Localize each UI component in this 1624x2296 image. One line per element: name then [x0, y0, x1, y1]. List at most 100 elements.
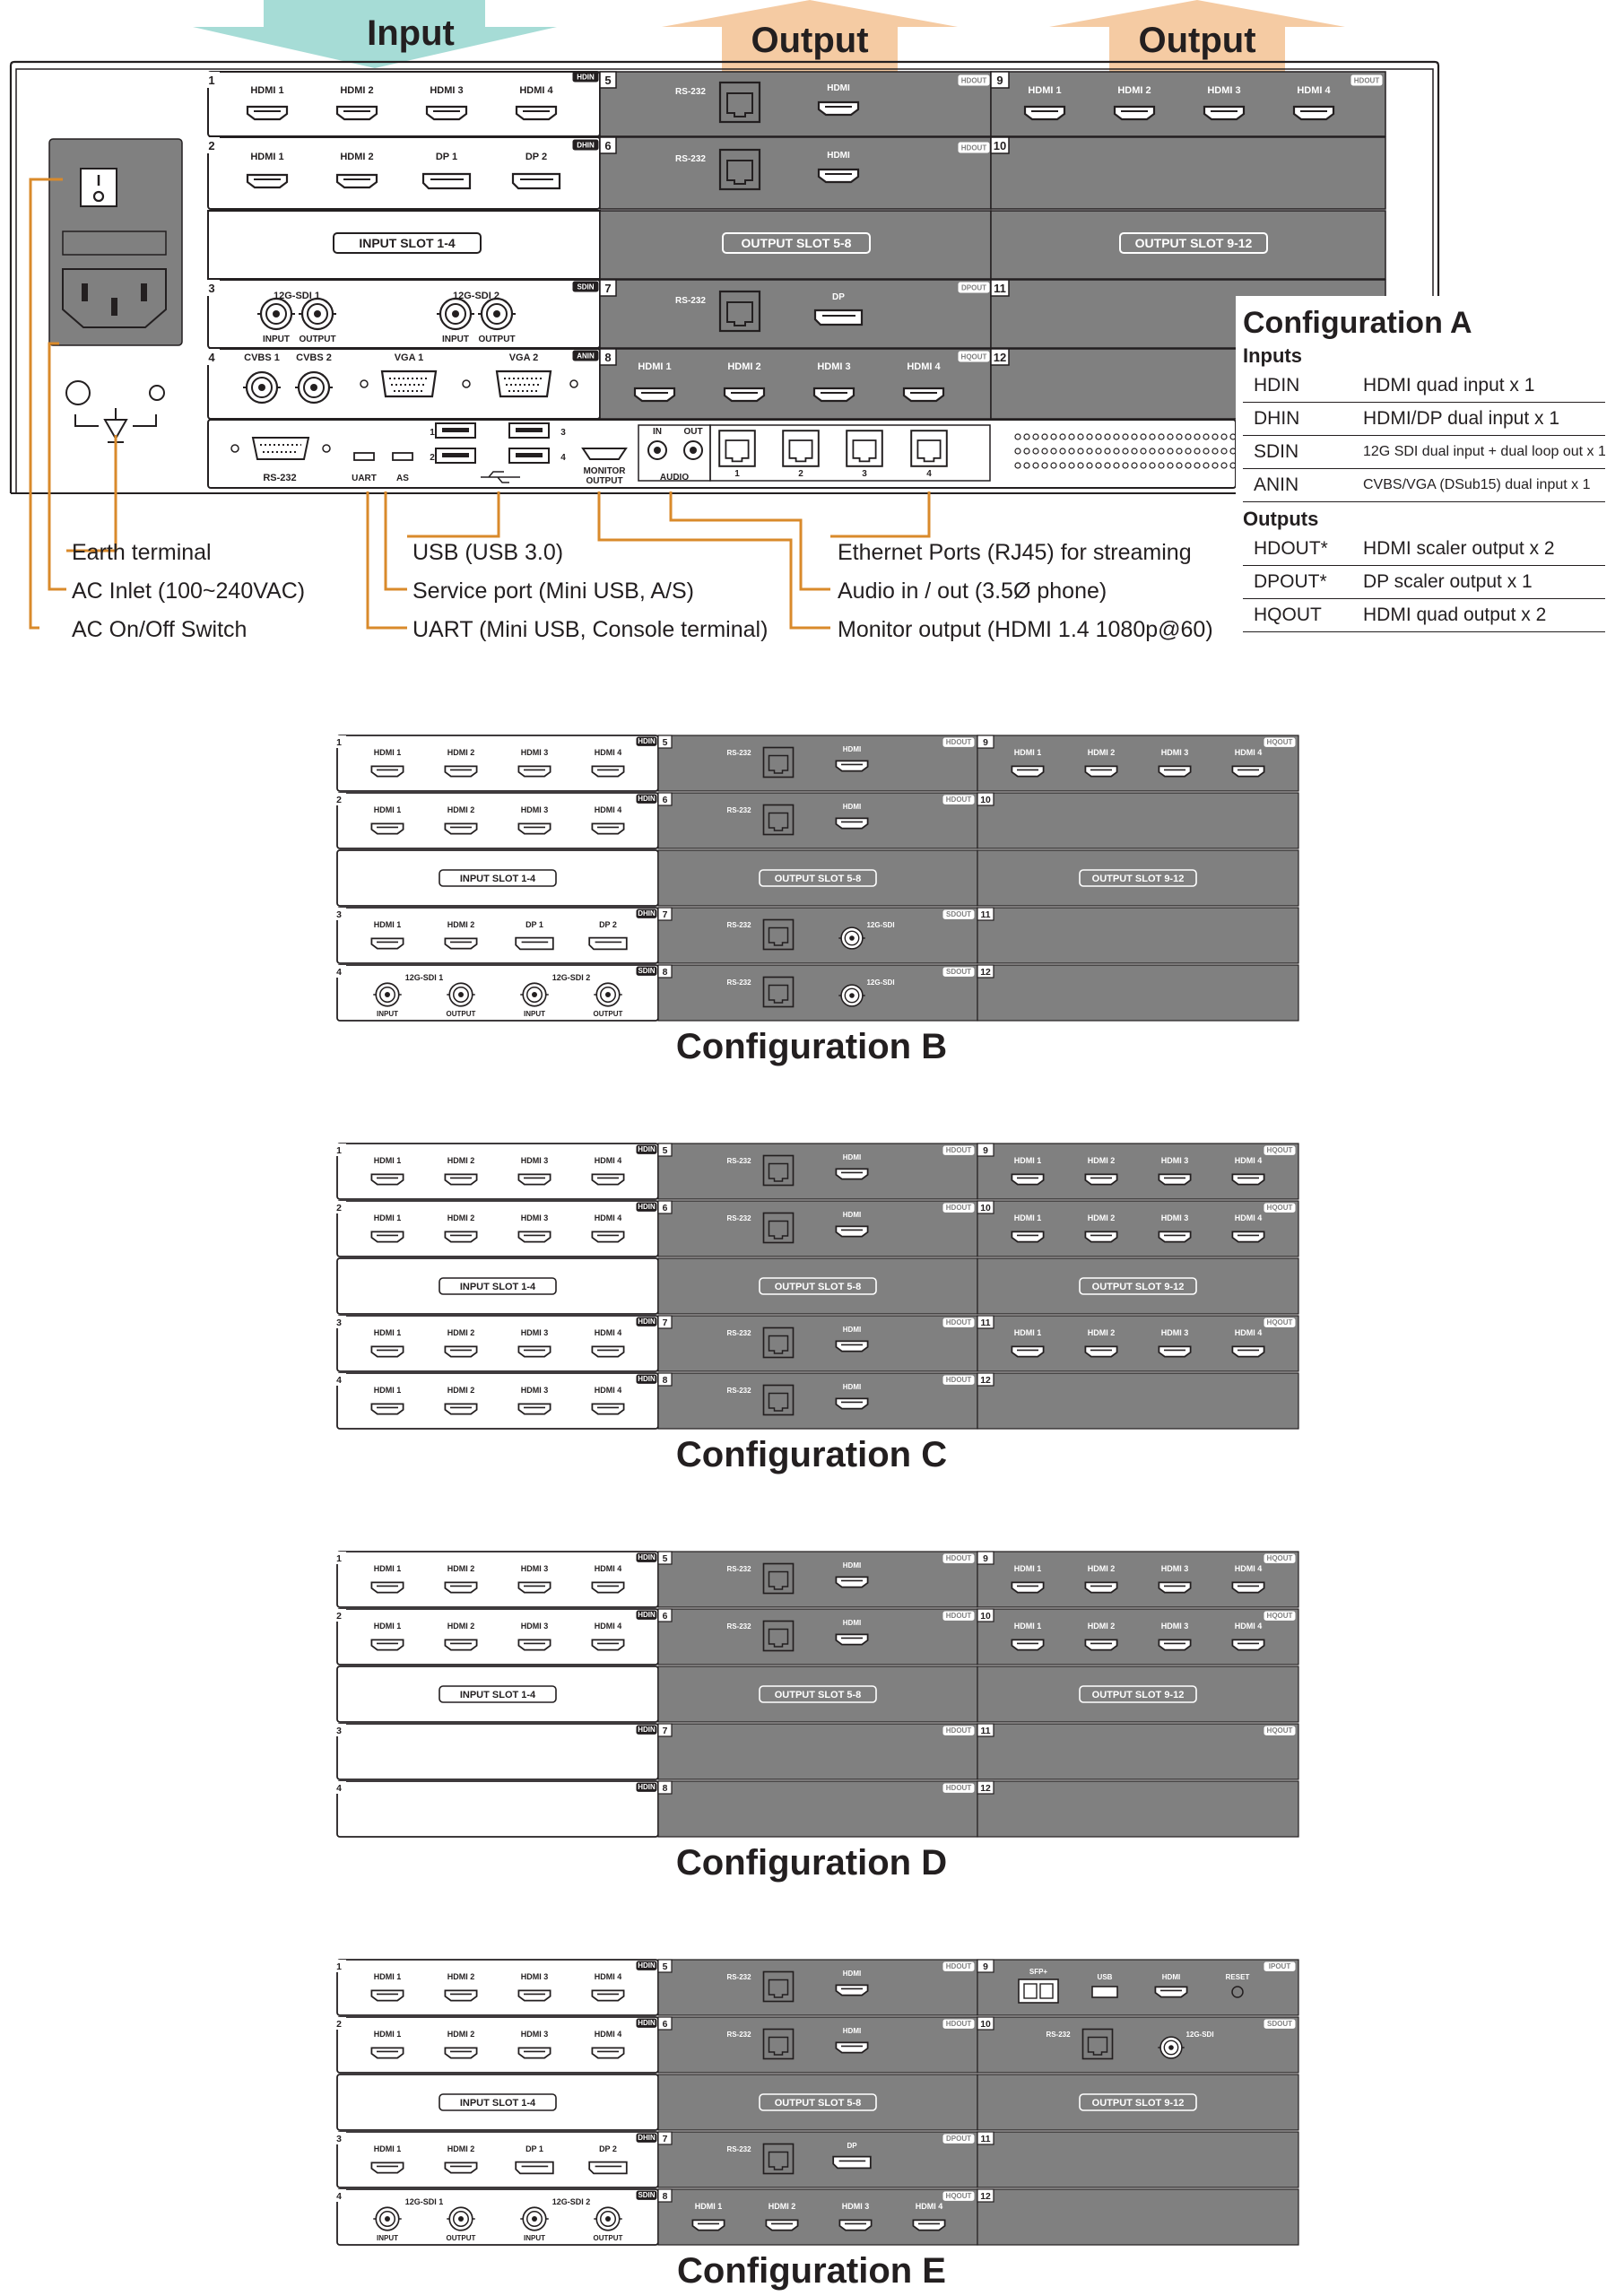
- port-label: 12G-SDI 1: [405, 973, 444, 982]
- vent-hole: [1211, 462, 1219, 469]
- callout-ac-switch: AC On/Off Switch: [72, 617, 247, 642]
- port-label: HDMI 4: [595, 2030, 622, 2039]
- slot-tag-bg: [636, 1610, 657, 1620]
- vent-hole: [1158, 448, 1165, 455]
- vga-port-icon: [495, 370, 552, 398]
- hdmi-port-icon: [370, 1403, 404, 1415]
- hdmi-port-icon: [444, 765, 478, 778]
- slot-tag: HQOUT: [1264, 1726, 1296, 1735]
- hdmi-port-icon: [370, 1403, 404, 1415]
- port-sublabel: INPUT: [442, 335, 469, 344]
- hdmi-port-icon: [370, 1989, 404, 2002]
- slot-number: 4: [336, 1784, 342, 1794]
- dp-port-icon: [832, 2155, 872, 2170]
- port-label: HDMI: [843, 1383, 861, 1391]
- hdmi-port-icon: [835, 1633, 869, 1646]
- vent-hole: [1041, 462, 1048, 469]
- slot-number: 3: [336, 1726, 342, 1736]
- screw-icon: [322, 444, 331, 453]
- vent-hole: [1122, 433, 1129, 440]
- vent-hole: [1041, 448, 1048, 455]
- slot-number-bg: [657, 2131, 673, 2145]
- slot-number-bg: [205, 137, 220, 153]
- hdmi-port-icon: [1084, 1173, 1118, 1186]
- hdmi-port-icon: [902, 387, 945, 403]
- dp-port-icon: [588, 2161, 628, 2175]
- slot-number: 6: [663, 796, 668, 805]
- slot-tag-bg: [636, 2133, 657, 2143]
- slot-number-bg: [977, 1780, 994, 1795]
- hdmi-port-icon: [835, 2041, 869, 2054]
- input-slot: [207, 71, 601, 137]
- output-slot: [657, 964, 978, 1022]
- screw-icon: [230, 444, 239, 453]
- port-label: HDMI 2: [1117, 85, 1151, 96]
- vent-hole: [1149, 448, 1156, 455]
- slot-tag-label: HDOUT: [1354, 77, 1380, 85]
- output-slot: [990, 136, 1386, 210]
- slot-number: 11: [981, 1726, 991, 1736]
- port-label: HDMI 2: [447, 1386, 475, 1395]
- slot-number: 5: [663, 738, 668, 748]
- callout-audio: Audio in / out (3.5Ø phone): [838, 578, 1107, 604]
- port-label: HDMI 4: [1297, 85, 1331, 96]
- port-label: HDMI 1: [374, 1213, 402, 1222]
- hdmi-port-icon: [1084, 1231, 1118, 1243]
- hdmi-port-icon: [835, 1397, 869, 1410]
- config-title: Configuration E: [677, 2251, 946, 2291]
- slot-number-bg: [977, 2188, 994, 2203]
- ethernet-num: 2: [798, 469, 803, 479]
- slot-tag-bg: [636, 1144, 657, 1154]
- slot-tag-label: HDOUT: [946, 796, 972, 804]
- output-slot: [657, 1723, 978, 1780]
- vent-hole: [1014, 433, 1021, 440]
- vent-hole: [1167, 433, 1174, 440]
- hdmi-port-icon: [765, 2219, 799, 2231]
- hdmi-port-icon: [444, 1231, 478, 1243]
- vent-hole: [1194, 462, 1201, 469]
- slot-tag-label: HDIN: [638, 1783, 656, 1791]
- vga-port-icon: [495, 370, 552, 398]
- reset-button-icon: [1231, 1986, 1244, 1998]
- vent-hole: [1131, 433, 1138, 440]
- slot-number: 5: [663, 1146, 668, 1156]
- slot-tag-label: HDIN: [638, 2019, 656, 2027]
- slot-number-bg: [977, 1315, 994, 1329]
- input-banner: Input: [193, 0, 557, 68]
- callout-texts: Earth terminal AC Inlet (100~240VAC) AC …: [72, 540, 1213, 642]
- port-label: HDMI 1: [1014, 1156, 1042, 1165]
- slot-tag-label: DPOUT: [961, 284, 986, 292]
- output-slot: [657, 1780, 978, 1838]
- slot-tag-bg: [942, 2191, 975, 2201]
- vent-hole: [1220, 448, 1228, 455]
- port-label: HDMI 4: [1235, 748, 1263, 757]
- slot-tag-label: SDOUT: [946, 910, 971, 918]
- port-label: HDMI 2: [447, 1328, 475, 1337]
- slot-number: 6: [663, 1204, 668, 1213]
- vent-hole: [1194, 448, 1201, 455]
- slot-number: 7: [663, 1318, 668, 1328]
- slot-number-bg: [977, 907, 994, 921]
- hdmi-port-icon: [1158, 765, 1192, 778]
- slot-number-bg: [599, 71, 617, 89]
- slot-number: 6: [663, 1612, 668, 1622]
- hdmi-port-icon: [1084, 1639, 1118, 1651]
- hdmi-port-icon: [591, 1581, 625, 1594]
- port-label: HDMI 4: [907, 361, 941, 372]
- output-band: [657, 849, 978, 907]
- vent-hole: [1050, 448, 1057, 455]
- slot-number: 3: [336, 1318, 342, 1328]
- slot-tag-bg: [942, 967, 975, 977]
- hdmi-port-icon: [723, 387, 766, 403]
- output-slot: [977, 1200, 1299, 1257]
- input-slot: [336, 1959, 659, 2016]
- slot-number: 10: [980, 1204, 991, 1213]
- port-label: HDMI 3: [521, 1564, 549, 1573]
- slot-tag-bg: [1264, 1553, 1296, 1563]
- slot-number: 5: [604, 74, 611, 87]
- output-slot: [657, 1551, 978, 1608]
- hdmi-port-icon: [444, 2161, 478, 2174]
- slot-number: 5: [663, 1962, 668, 1972]
- slot-number-bg: [977, 1959, 994, 1973]
